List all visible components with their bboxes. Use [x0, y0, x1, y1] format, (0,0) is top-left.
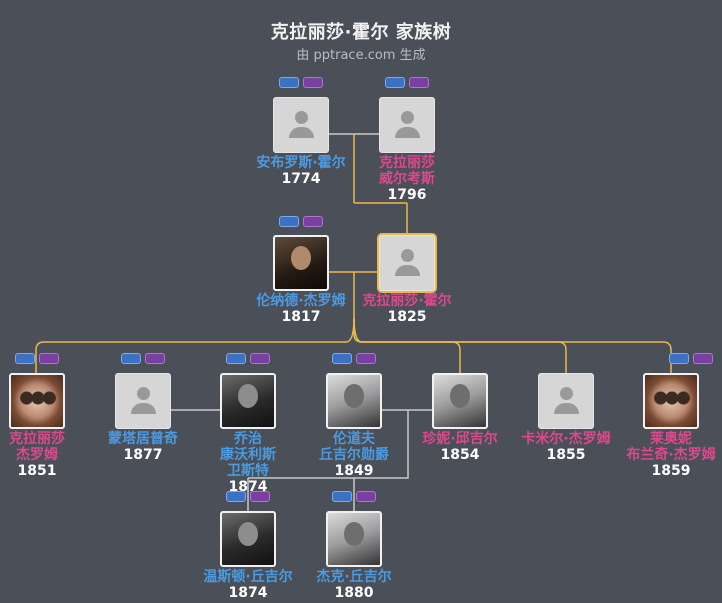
- parent-tags[interactable]: [241, 73, 361, 88]
- person-name: 克拉丽莎 威尔考斯: [379, 155, 435, 187]
- portrait-photo: [220, 373, 276, 429]
- mother-tag-icon[interactable]: [145, 353, 165, 364]
- person-name: 克拉丽莎·霍尔: [362, 293, 452, 309]
- birth-year: 1796: [387, 187, 427, 203]
- mother-tag-icon[interactable]: [250, 491, 270, 502]
- father-tag-icon[interactable]: [15, 353, 35, 364]
- birth-year: 1880: [334, 585, 374, 601]
- mother-tag-icon[interactable]: [303, 77, 323, 88]
- person-name: 杰克·丘吉尔: [316, 569, 392, 585]
- father-tag-icon[interactable]: [279, 216, 299, 227]
- father-tag-icon[interactable]: [279, 77, 299, 88]
- portrait-photo: [9, 373, 65, 429]
- person-card-leonie[interactable]: 莱奥妮 布兰奇·杰罗姆 1859: [611, 373, 722, 479]
- father-tag-icon[interactable]: [226, 353, 246, 364]
- person-card-montague[interactable]: 蒙塔居普奇 1877: [83, 373, 203, 463]
- person-silhouette-icon: [115, 373, 171, 429]
- mother-tag-icon[interactable]: [303, 216, 323, 227]
- parent-tags[interactable]: [294, 487, 414, 502]
- person-name: 温斯顿·丘吉尔: [203, 569, 293, 585]
- father-tag-icon[interactable]: [332, 491, 352, 502]
- parent-tags[interactable]: [631, 349, 722, 364]
- person-silhouette-icon: [538, 373, 594, 429]
- father-tag-icon[interactable]: [226, 491, 246, 502]
- portrait-photo: [643, 373, 699, 429]
- person-name: 莱奥妮 布兰奇·杰罗姆: [626, 431, 716, 463]
- father-tag-icon[interactable]: [121, 353, 141, 364]
- page-title: 克拉丽莎·霍尔 家族树: [270, 22, 452, 43]
- person-card-jack[interactable]: 杰克·丘吉尔 1880: [294, 511, 414, 601]
- person-card-jennie[interactable]: 珍妮·邱吉尔 1854: [400, 373, 520, 463]
- portrait-photo: [273, 235, 329, 291]
- person-card-winston[interactable]: 温斯顿·丘吉尔 1874: [188, 511, 308, 601]
- mother-tag-icon[interactable]: [356, 491, 376, 502]
- father-tag-icon[interactable]: [669, 353, 689, 364]
- parent-tags[interactable]: [294, 349, 414, 364]
- person-name: 珍妮·邱吉尔: [422, 431, 498, 447]
- parent-tags[interactable]: [188, 487, 308, 502]
- person-silhouette-icon: [379, 97, 435, 153]
- parent-tags[interactable]: [83, 349, 203, 364]
- mother-tag-icon[interactable]: [409, 77, 429, 88]
- father-tag-icon[interactable]: [332, 353, 352, 364]
- birth-year: 1854: [440, 447, 480, 463]
- mother-tag-icon[interactable]: [250, 353, 270, 364]
- birth-year: 1851: [17, 463, 57, 479]
- birth-year: 1859: [651, 463, 691, 479]
- parent-tags[interactable]: [241, 212, 361, 227]
- page-subtitle: 由 pptrace.com 生成: [296, 48, 426, 63]
- birth-year: 1825: [387, 309, 427, 325]
- portrait-photo: [220, 511, 276, 567]
- birth-year: 1877: [123, 447, 163, 463]
- person-card-leonard[interactable]: 伦纳德·杰罗姆 1817: [241, 235, 361, 325]
- person-card-camille[interactable]: 卡米尔·杰罗姆 1855: [506, 373, 626, 463]
- parent-tags[interactable]: [347, 73, 467, 88]
- person-card-randolph[interactable]: 伦道夫 丘吉尔勋爵 1849: [294, 373, 414, 479]
- person-card-clarissa-willcox[interactable]: 克拉丽莎 威尔考斯 1796: [347, 97, 467, 203]
- person-card-clarissa-hall[interactable]: 克拉丽莎·霍尔 1825: [347, 235, 467, 325]
- birth-year: 1817: [281, 309, 321, 325]
- person-card-ambrose[interactable]: 安布罗斯·霍尔 1774: [241, 97, 361, 187]
- person-name: 伦纳德·杰罗姆: [256, 293, 346, 309]
- portrait-photo: [326, 511, 382, 567]
- person-silhouette-icon: [379, 235, 435, 291]
- birth-year: 1849: [334, 463, 374, 479]
- mother-tag-icon[interactable]: [693, 353, 713, 364]
- person-name: 乔治 康沃利斯 卫斯特: [220, 431, 276, 479]
- birth-year: 1874: [228, 585, 268, 601]
- birth-year: 1855: [546, 447, 586, 463]
- person-name: 安布罗斯·霍尔: [256, 155, 346, 171]
- person-name: 伦道夫 丘吉尔勋爵: [319, 431, 389, 463]
- mother-tag-icon[interactable]: [39, 353, 59, 364]
- person-card-george[interactable]: 乔治 康沃利斯 卫斯特 1874: [188, 373, 308, 495]
- person-name: 蒙塔居普奇: [108, 431, 178, 447]
- mother-tag-icon[interactable]: [356, 353, 376, 364]
- person-silhouette-icon: [273, 97, 329, 153]
- person-name: 卡米尔·杰罗姆: [521, 431, 611, 447]
- parent-tags[interactable]: [188, 349, 308, 364]
- portrait-photo: [326, 373, 382, 429]
- portrait-photo: [432, 373, 488, 429]
- parent-tags[interactable]: [0, 349, 97, 364]
- birth-year: 1774: [281, 171, 321, 187]
- father-tag-icon[interactable]: [385, 77, 405, 88]
- person-name: 克拉丽莎 杰罗姆: [9, 431, 65, 463]
- person-card-clarissa-jerome[interactable]: 克拉丽莎 杰罗姆 1851: [0, 373, 97, 479]
